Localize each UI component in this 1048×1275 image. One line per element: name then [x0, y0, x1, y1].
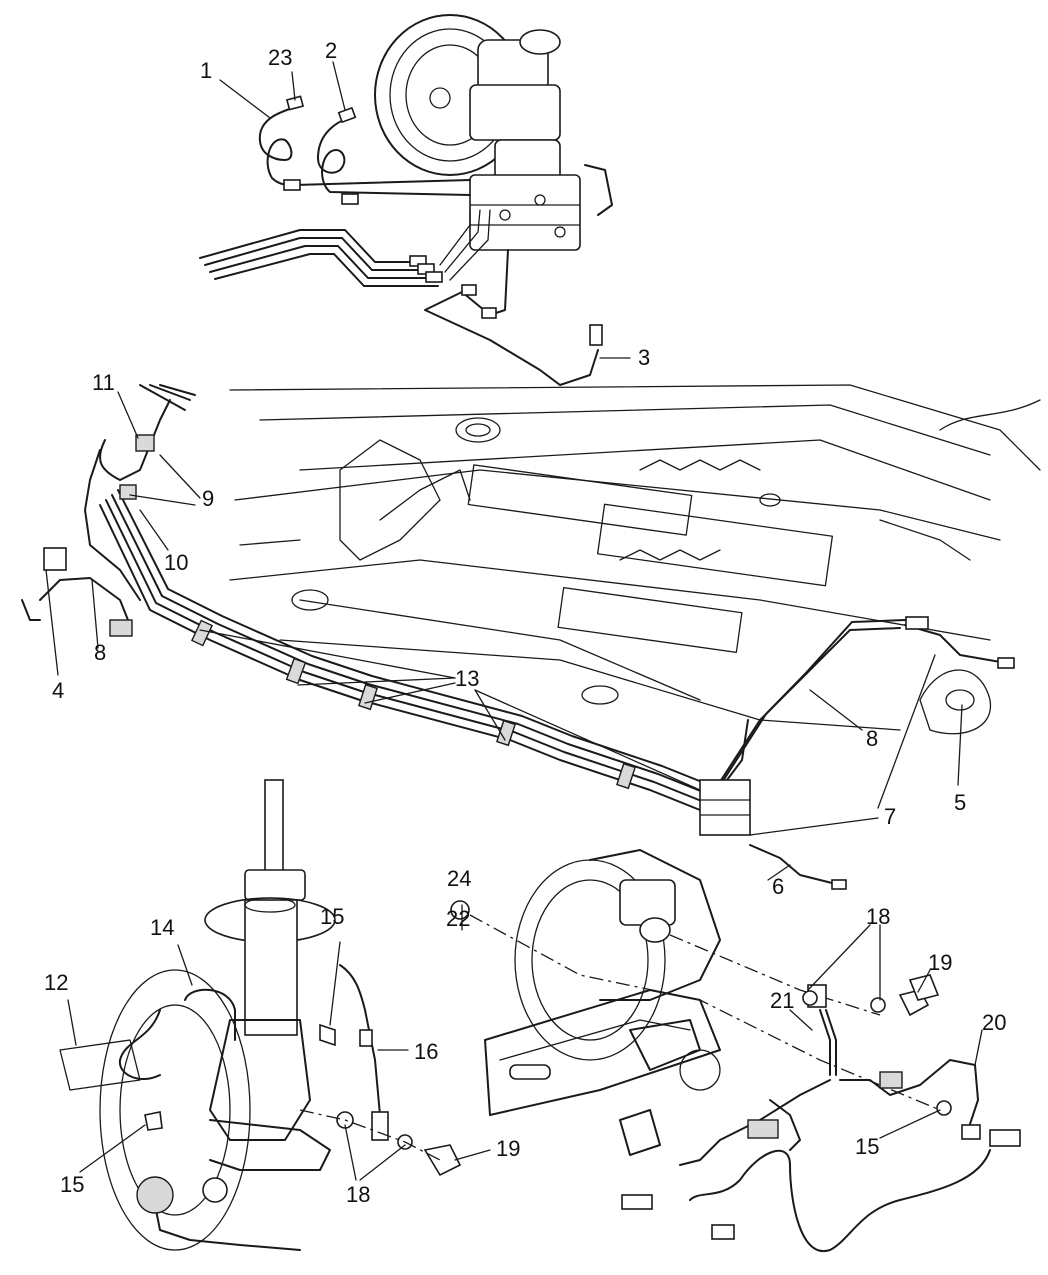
callout-18-left: 18 [346, 1182, 371, 1207]
callout-11: 11 [92, 370, 115, 395]
callout-22: 22 [446, 906, 471, 931]
callout-18-right: 18 [866, 904, 891, 929]
callout-3: 3 [638, 345, 651, 370]
callout-20: 20 [982, 1010, 1007, 1035]
brake-hose-16 [144, 964, 462, 1177]
brake-tube-1 [258, 95, 471, 191]
callout-2: 2 [325, 38, 338, 63]
callout-19-right: 19 [928, 950, 953, 975]
master-cylinder-assembly [374, 14, 613, 251]
callout-21: 21 [770, 988, 795, 1013]
rear-brake-assembly [450, 849, 941, 1156]
callout-8-right: 8 [866, 726, 879, 751]
underbody-floor-pan [229, 384, 1041, 735]
callout-1: 1 [200, 58, 213, 83]
brake-tube-3 [424, 249, 603, 386]
brake-line-bundle [99, 489, 1015, 890]
callout-15-right: 15 [855, 1134, 880, 1159]
front-strut-assembly [59, 779, 336, 1251]
callout-8-left: 8 [94, 640, 107, 665]
callout-16: 16 [414, 1039, 439, 1064]
callout-19-left: 19 [496, 1136, 521, 1161]
callout-10: 10 [164, 550, 189, 575]
callout-14: 14 [150, 915, 175, 940]
callout-13: 13 [455, 666, 480, 691]
callout-15-left: 15 [60, 1172, 85, 1197]
brake-tube-bundle-top [199, 209, 491, 287]
callout-12: 12 [44, 970, 69, 995]
callout-5: 5 [954, 790, 967, 815]
callout-7-top: 7 [884, 804, 897, 829]
callout-24: 24 [447, 866, 472, 891]
leader-lines [45, 61, 983, 1181]
callout-15-strut: 15 [320, 904, 345, 929]
abs-wiring-left [21, 384, 196, 637]
callout-23: 23 [268, 45, 293, 70]
callout-9: 9 [202, 486, 215, 511]
callout-4: 4 [52, 678, 65, 703]
brake-hose-21-20 [621, 974, 1021, 1253]
brake-tube-2 [317, 106, 471, 205]
callout-6: 6 [772, 874, 785, 899]
